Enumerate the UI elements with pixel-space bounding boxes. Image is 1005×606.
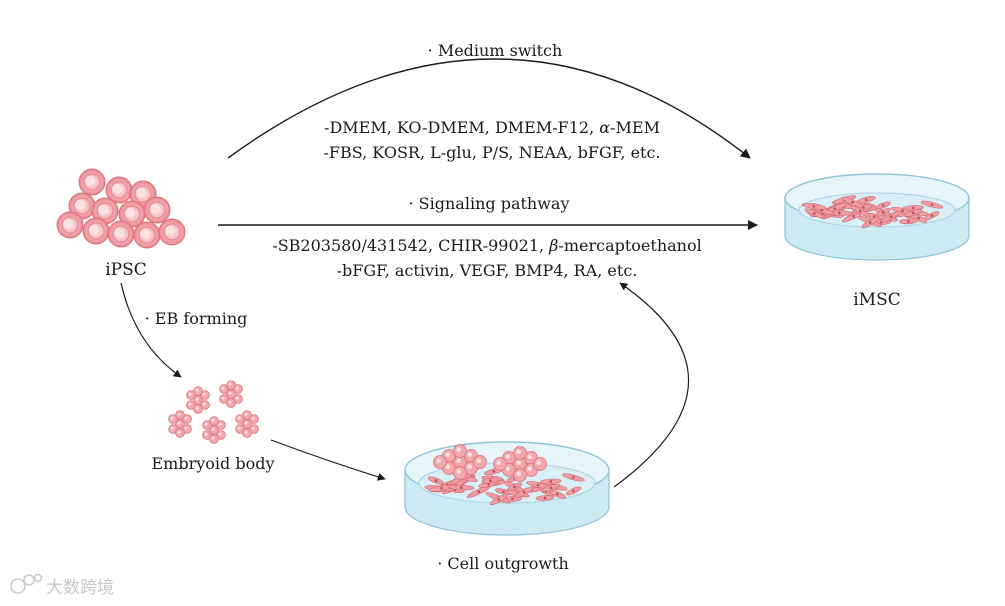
arrow-embryoid-to-outgrowth (270, 439, 386, 481)
outgrowth-spindle-cells (424, 466, 585, 506)
label-medium-line2: -FBS, KOSR, L-glu, P/S, NEAA, bFGF, etc. (323, 143, 660, 162)
label-medium-line1: -DMEM, KO-DMEM, DMEM-F12, α-MEM (324, 118, 660, 137)
watermark: 大数跨境 (10, 573, 114, 598)
watermark-logo-icon (10, 573, 43, 594)
label-signal-line1: -SB203580/431542, CHIR-99021, β-mercapto… (272, 236, 701, 255)
label-eb-forming: · EB forming (145, 309, 248, 328)
label-signaling-pathway: · Signaling pathway (409, 194, 570, 213)
label-medium-switch: · Medium switch (428, 41, 563, 60)
embryoid-body-icon (168, 380, 259, 444)
arrow-eb-forming (120, 282, 182, 378)
watermark-text: 大数跨境 (46, 578, 114, 598)
petri-dish-imsc-icon (784, 173, 970, 261)
label-ipsc: iPSC (105, 260, 147, 280)
petri-dish-outgrowth-icon (404, 441, 610, 536)
label-embryoid-body: Embryoid body (151, 454, 274, 473)
label-cell-outgrowth: · Cell outgrowth (437, 554, 569, 573)
ipsc-cell-cluster-icon (56, 168, 186, 249)
arrow-medium-switch (227, 58, 751, 159)
arrow-outgrowth-to-signaling (613, 282, 690, 488)
label-signal-line2: -bFGF, activin, VEGF, BMP4, RA, etc. (337, 261, 638, 280)
outgrowth-cell-clusters (433, 444, 547, 482)
label-imsc: iMSC (853, 290, 901, 310)
imsc-spindle-cells (801, 195, 944, 229)
